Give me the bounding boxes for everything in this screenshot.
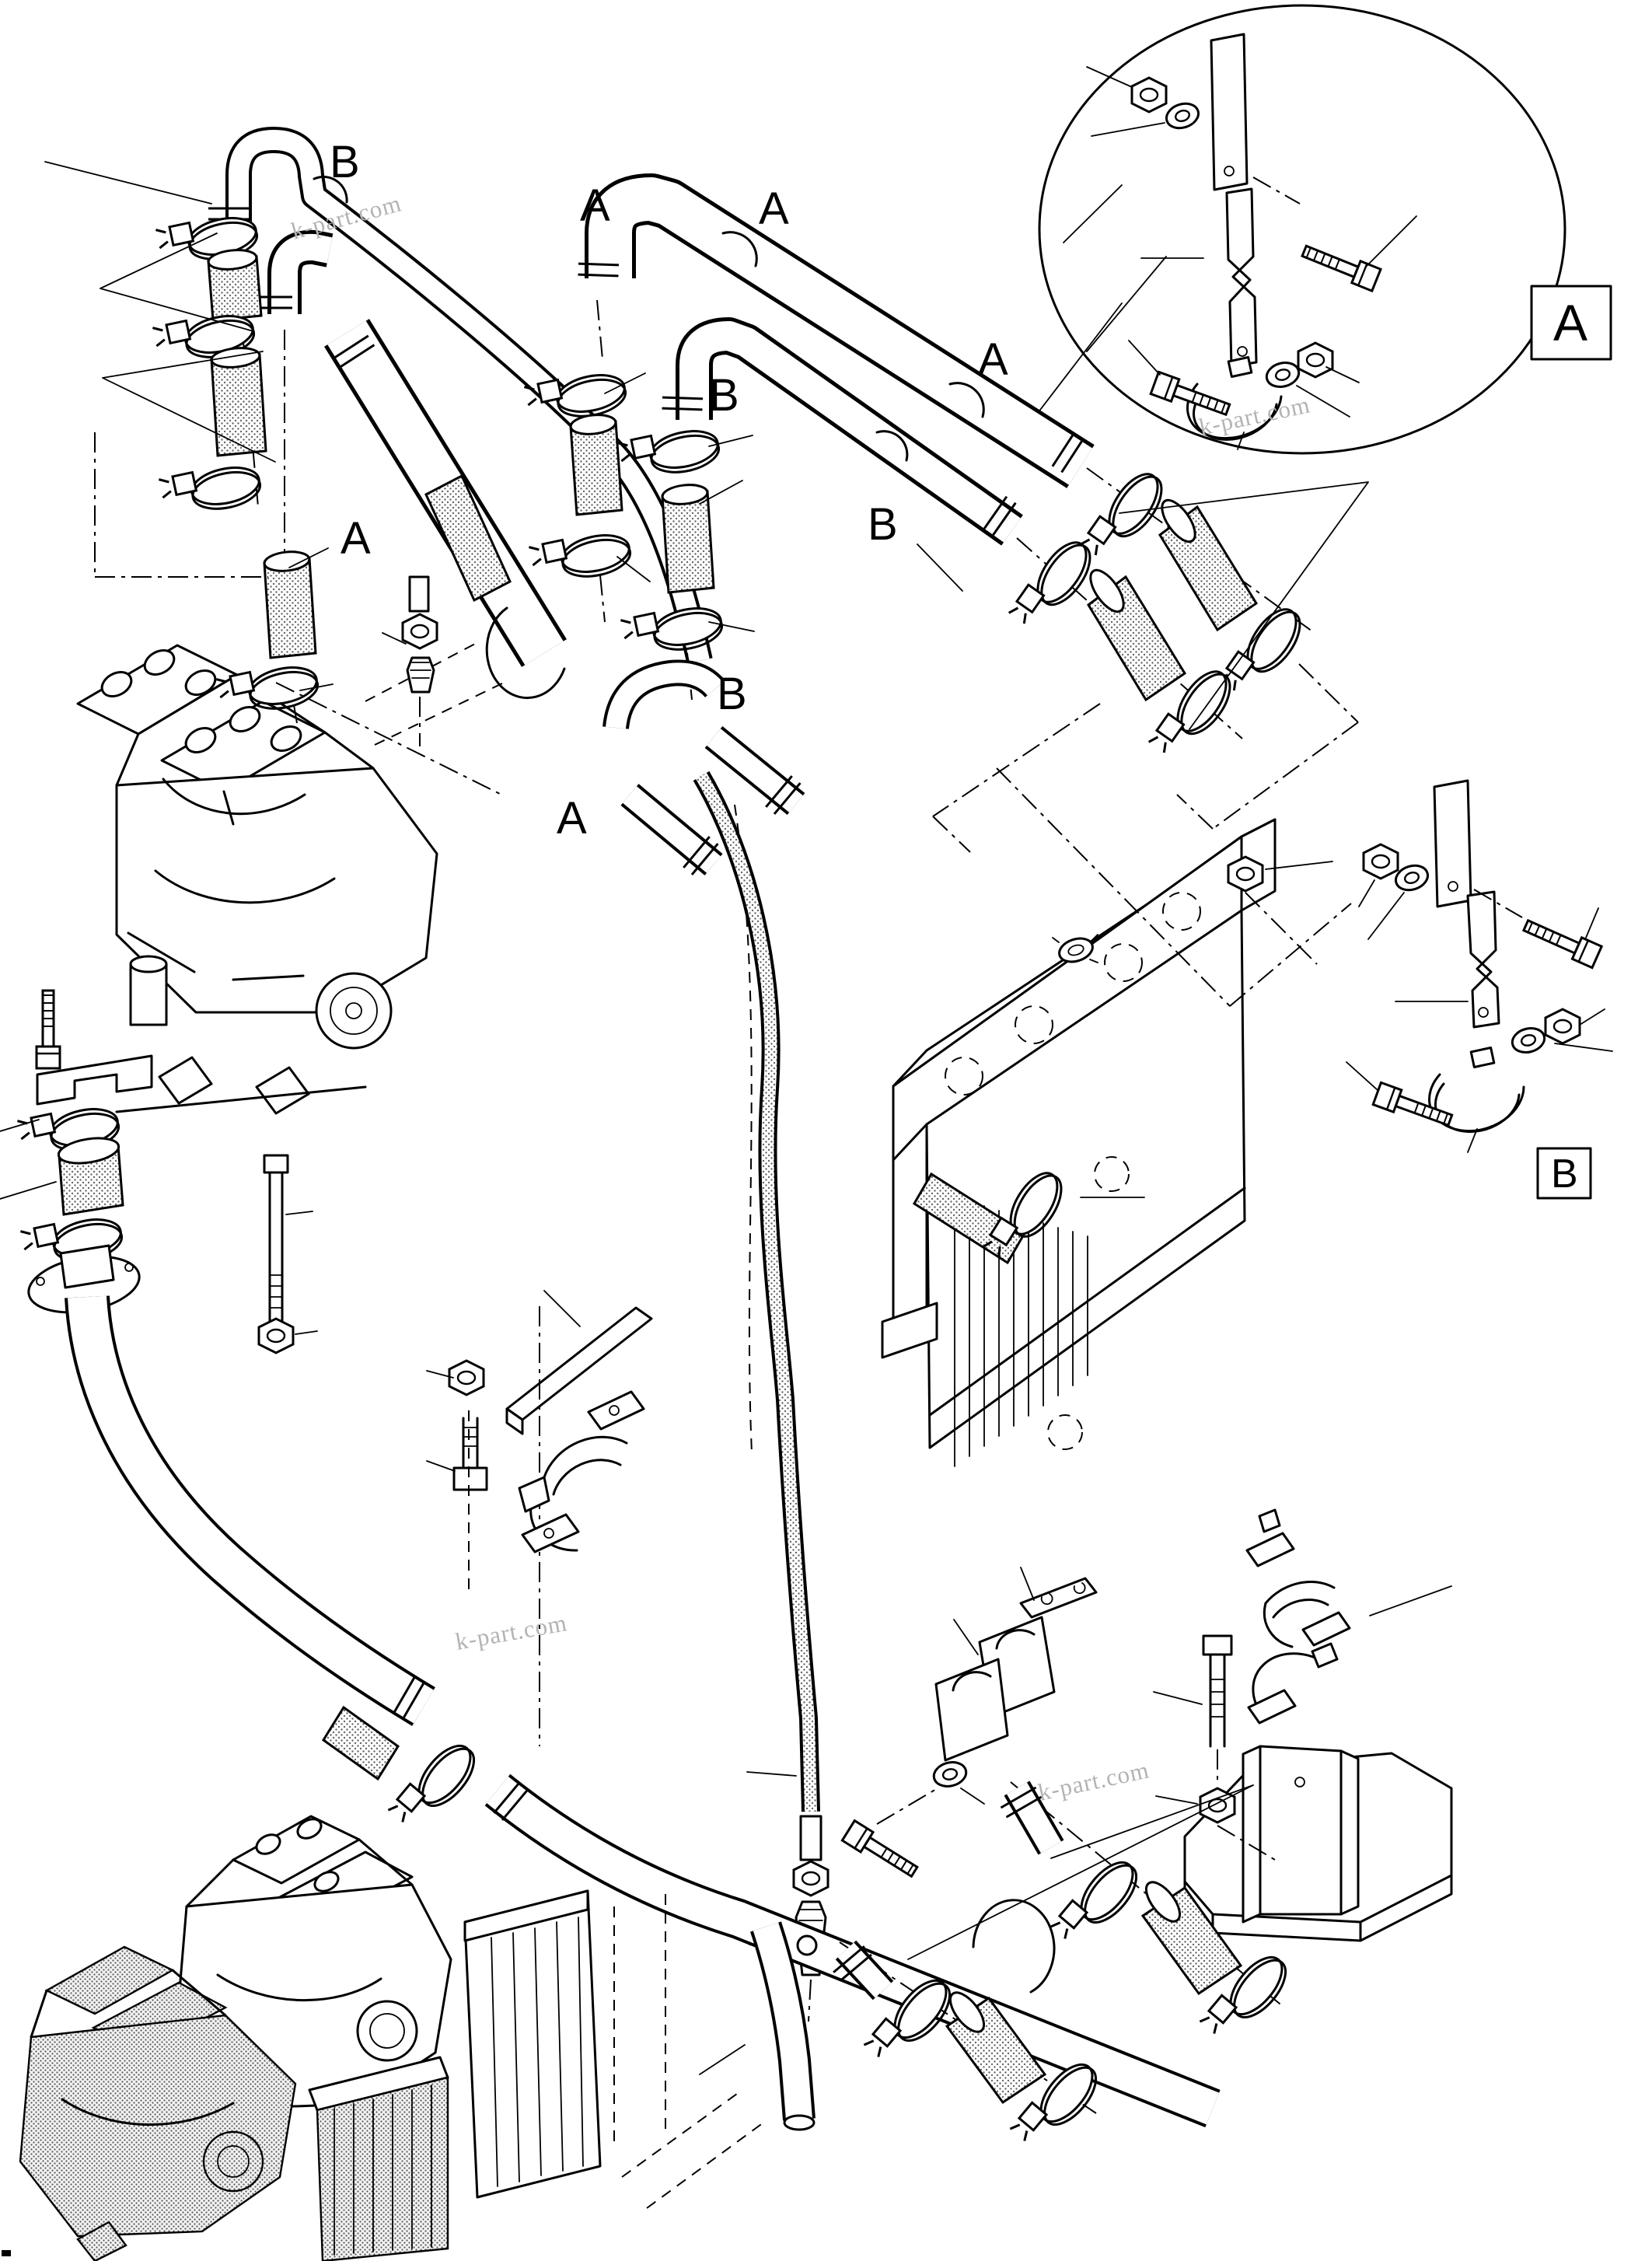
union-fitting xyxy=(382,575,438,746)
nut xyxy=(257,1317,295,1354)
callout-label-a-2: A xyxy=(759,183,789,234)
detail-circle xyxy=(1038,4,1566,455)
hose xyxy=(321,1705,400,1781)
u-channel-bracket xyxy=(1242,1745,1360,1924)
detail-box-a-label: A xyxy=(1553,294,1587,351)
callout-label-b-4: B xyxy=(717,669,747,719)
band-clamp xyxy=(1186,356,1283,441)
pipe-3 xyxy=(577,173,1095,488)
callout-label-a-3: A xyxy=(978,334,1008,385)
flange-elbow-pipe xyxy=(27,1244,435,1726)
pipe-clamp-blocks xyxy=(840,1567,1098,1883)
callout-label-b-3: B xyxy=(868,499,898,550)
mid-coupling-chains xyxy=(1008,463,1369,767)
backing-plate xyxy=(1019,1577,1098,1619)
band-clamp xyxy=(1428,1047,1525,1134)
nut xyxy=(1544,1008,1581,1045)
coupling-chain-right xyxy=(999,1780,1297,2050)
pipe-1 xyxy=(207,127,713,664)
bottom-pipe-assembly xyxy=(484,1774,1297,2158)
radiator-core-outline xyxy=(463,1889,764,2209)
stub-pipes xyxy=(602,659,805,876)
twisted-strap xyxy=(1466,890,1500,1029)
elbow-hose-2 xyxy=(250,229,334,314)
lower-left-parts xyxy=(0,989,485,1839)
filler-cap xyxy=(1052,934,1098,966)
page-corner-mark xyxy=(2,2250,11,2256)
coupling-chain-2 xyxy=(215,330,323,724)
twisted-strap xyxy=(1225,187,1258,368)
nut xyxy=(1362,843,1399,880)
radiator-core-shaded xyxy=(308,2056,449,2261)
saddle-clamp-pair xyxy=(1245,1508,1351,1725)
callout-labels: B A A A B B A B A xyxy=(330,137,1008,844)
engine-pulley xyxy=(315,972,393,1050)
pipe-4 xyxy=(661,317,1023,546)
bolt xyxy=(452,1417,488,1491)
detail-box-b-label: B xyxy=(1551,1151,1578,1197)
pipe-2 xyxy=(324,319,567,700)
detail-assembly-b: B xyxy=(1346,779,1613,1200)
hose-ferrule xyxy=(799,1815,823,1861)
nut xyxy=(1130,76,1168,114)
pipe-mount-assembly xyxy=(426,1290,653,1746)
oil-filter xyxy=(129,955,168,1026)
callout-label-b-1: B xyxy=(330,137,360,187)
pipe-group-top xyxy=(94,127,1167,1453)
bracket-plate xyxy=(1433,779,1472,908)
callout-label-a-1: A xyxy=(580,180,610,231)
detail-box-b: B xyxy=(1536,1147,1592,1200)
detail-box-a: A xyxy=(1530,285,1612,361)
coupling-chain-left xyxy=(832,1940,1107,2158)
callout-label-a-4: A xyxy=(341,513,371,564)
engine-assembly-shaded xyxy=(19,1945,297,2261)
saddle-clamp xyxy=(518,1390,645,1553)
pedestal-mount xyxy=(1153,1508,1453,1942)
callout-label-a-5: A xyxy=(557,793,587,844)
coupling-chain-4 xyxy=(616,421,727,701)
callout-label-b-2: B xyxy=(709,370,739,421)
plug-fitting xyxy=(996,767,1352,1007)
u-bracket xyxy=(36,1054,153,1106)
bolt xyxy=(1202,1634,1233,1748)
nut xyxy=(1297,341,1334,379)
long-bolt xyxy=(263,1154,289,1323)
nut xyxy=(448,1359,485,1396)
bracket-plate xyxy=(1210,33,1249,191)
engine-assembly xyxy=(44,161,505,1115)
coupling-chain-3 xyxy=(522,299,635,623)
